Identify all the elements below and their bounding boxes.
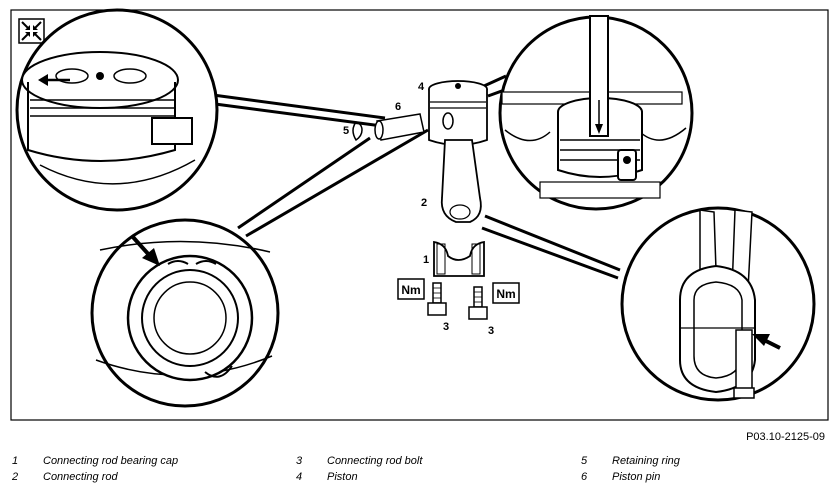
legend-text: Piston pin [612, 471, 661, 483]
torque-badge-label: Nm [496, 287, 515, 301]
legend-text: Connecting rod bearing cap [43, 455, 179, 467]
legend-text: Piston [327, 471, 358, 483]
piston-part [428, 80, 488, 146]
legend-number: 2 [12, 471, 19, 483]
compress-arrows-icon [18, 18, 45, 44]
torque-badge-label: Nm [401, 283, 420, 297]
parts-legend: 1 Connecting rod bearing cap 2 Connectin… [0, 455, 837, 491]
retaining-ring-part [352, 121, 363, 142]
pointer-arrow-icon [752, 334, 781, 350]
bolt-part-left [427, 282, 447, 316]
legend-number: 6 [581, 471, 588, 483]
direction-arrow-icon [38, 74, 70, 86]
piston-top-detail [15, 8, 219, 212]
pointer-arrow-icon [130, 234, 160, 266]
leader-lines [212, 74, 621, 280]
connecting-rod-detail [620, 206, 816, 402]
callout-3-right: 3 [488, 325, 494, 337]
connecting-rod-part [440, 139, 482, 223]
callout-6: 6 [395, 101, 401, 113]
diagram-frame [10, 9, 829, 421]
retaining-ring-detail [90, 218, 280, 408]
piston-install-detail [498, 15, 694, 211]
legend-text: Retaining ring [612, 455, 680, 467]
torque-badge-left: Nm [397, 278, 425, 300]
legend-number: 1 [12, 455, 19, 467]
torque-badge-right: Nm [492, 282, 520, 304]
callout-1: 1 [423, 254, 429, 266]
legend-text: Connecting rod [43, 471, 118, 483]
callout-5: 5 [343, 125, 349, 137]
legend-number: 4 [296, 471, 303, 483]
legend-text: Connecting rod bolt [327, 455, 423, 467]
callout-2: 2 [421, 197, 427, 209]
callout-3-left: 3 [443, 321, 449, 333]
legend-number: 3 [296, 455, 303, 467]
bolt-part-right [468, 286, 488, 320]
bearing-cap-part [433, 240, 485, 277]
callout-4: 4 [418, 81, 425, 93]
piston-pin-part [374, 113, 425, 141]
legend-number: 5 [581, 455, 588, 467]
figure-code: P03.10-2125-09 [746, 431, 825, 443]
